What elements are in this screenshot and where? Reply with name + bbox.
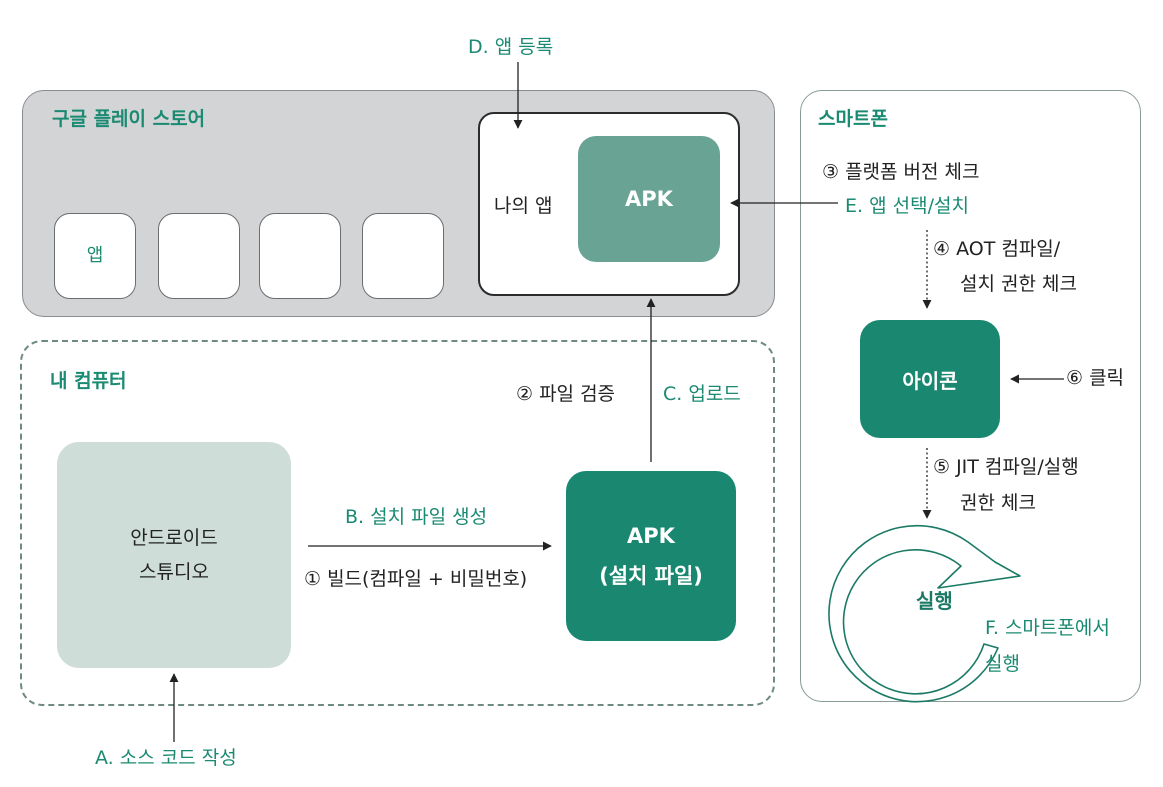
label-jit-step-line1: ⑤ JIT 컴파일/실행 — [933, 456, 1079, 478]
store-title: 구글 플레이 스토어 — [52, 108, 206, 130]
app-slot-label: 앱 — [86, 245, 104, 266]
label-run-on-phone-line2: 실행 — [985, 653, 1020, 675]
android-studio-box: 안드로이드 스튜디오 — [57, 442, 291, 668]
label-write-source: A. 소스 코드 작성 — [95, 747, 237, 769]
run-label: 실행 — [916, 589, 953, 613]
store-empty-slot — [362, 213, 444, 299]
store-empty-slot — [158, 213, 240, 299]
label-click-step: ⑥ 클릭 — [1066, 367, 1125, 389]
phone-title: 스마트폰 — [818, 108, 888, 130]
store-apk-label: APK — [625, 187, 673, 211]
label-upload: C. 업로드 — [663, 383, 741, 405]
store-apk-box: APK — [578, 136, 720, 262]
apk-install-file-box: APK (설치 파일) — [566, 471, 736, 641]
app-icon-box: 아이콘 — [860, 320, 1000, 438]
studio-label-line1: 안드로이드 — [130, 527, 218, 549]
studio-label-line2: 스튜디오 — [139, 561, 209, 583]
label-aot-step-line2: 설치 권한 체크 — [960, 273, 1077, 295]
label-platform-version-step: ③ 플랫폼 버전 체크 — [822, 161, 980, 183]
my-computer-panel — [20, 340, 775, 706]
label-build-step: ① 빌드(컴파일 + 비밀번호) — [304, 568, 528, 590]
label-aot-step-line1: ④ AOT 컴파일/ — [933, 238, 1061, 260]
icon-label: 아이콘 — [902, 368, 958, 393]
store-empty-slot — [259, 213, 341, 299]
store-app-slot: 앱 — [54, 213, 136, 299]
label-create-install-file: B. 설치 파일 생성 — [345, 506, 488, 528]
my-app-label: 나의 앱 — [494, 195, 553, 217]
label-verify-file-step: ② 파일 검증 — [516, 383, 616, 405]
apk-label-line2: (설치 파일) — [599, 564, 703, 588]
label-jit-step-line2: 권한 체크 — [960, 492, 1036, 514]
label-run-on-phone-line1: F. 스마트폰에서 — [985, 617, 1110, 639]
apk-label-line1: APK — [627, 524, 675, 548]
label-select-install: E. 앱 선택/설치 — [845, 195, 969, 217]
computer-title: 내 컴퓨터 — [50, 370, 127, 392]
label-register-app: D. 앱 등록 — [468, 36, 554, 58]
run-cycle-icon — [828, 524, 1021, 703]
